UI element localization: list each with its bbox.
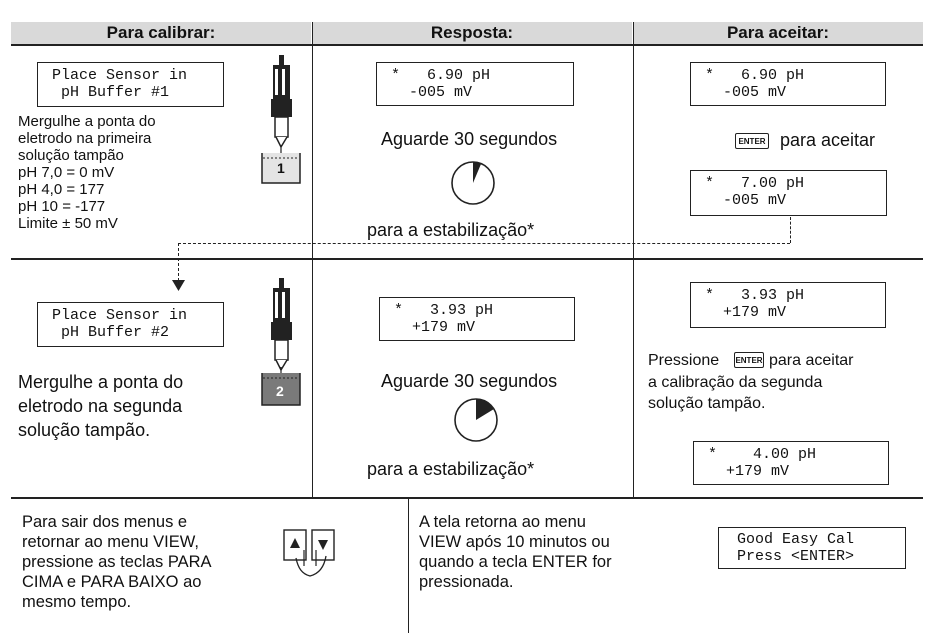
ph-probe-icon	[271, 278, 292, 372]
beaker-number: 2	[276, 383, 284, 399]
press-text: Pressione	[648, 352, 720, 369]
arrow-down-icon	[172, 280, 185, 291]
timer-icon	[451, 161, 495, 205]
instructions-buffer-2: Mergulhe a ponta do eletrodo na segunda …	[18, 372, 184, 440]
press-text-after: para aceitar	[769, 352, 854, 369]
lcd-place-sensor-1: Place Sensor in pH Buffer #1	[37, 62, 224, 107]
instructions-buffer-1: Mergulhe a ponta do eletrodo na primeira…	[18, 113, 156, 232]
beaker-1-icon	[261, 153, 301, 184]
header-label: Para aceitar:	[726, 23, 830, 42]
lcd-response-2: * 3.93 pH +179 mV	[379, 297, 575, 341]
wait-text: Aguarde 30 segundos	[381, 129, 558, 149]
flow-connector	[178, 243, 790, 244]
grid-line-v2	[633, 22, 635, 497]
lcd-text: Place Sensor in pH Buffer #2	[52, 307, 188, 341]
lcd-accept-after-1: * 7.00 pH -005 mV	[690, 170, 887, 216]
header-resposta: Resposta:	[312, 22, 632, 44]
return-menu-text: A tela retorna ao menu VIEW após 10 minu…	[419, 513, 612, 591]
lcd-text: * 7.00 pH -005 mV	[705, 175, 805, 209]
lcd-accept-before-1: * 6.90 pH -005 mV	[690, 62, 886, 106]
lcd-response-1: * 6.90 pH -005 mV	[376, 62, 574, 106]
flow-connector	[790, 217, 791, 243]
grid-line-row1	[11, 258, 923, 260]
header-label: Para calibrar:	[106, 23, 216, 42]
up-down-keys-icon	[283, 529, 335, 577]
lcd-place-sensor-2: Place Sensor in pH Buffer #2	[37, 302, 224, 347]
grid-line-v3	[408, 497, 410, 633]
lcd-accept-after-2: * 4.00 pH +179 mV	[693, 441, 889, 485]
beaker-number: 1	[277, 160, 285, 176]
lcd-text: Place Sensor in pH Buffer #1	[52, 67, 188, 101]
exit-menu-text: Para sair dos menus e retornar ao menu V…	[22, 513, 212, 611]
lcd-good-easy-cal: Good Easy Cal Press <ENTER>	[718, 527, 906, 569]
stabilize-text: para a estabilização*	[367, 459, 535, 479]
beaker-2-icon	[261, 373, 301, 406]
header-label: Resposta:	[430, 23, 514, 42]
lcd-accept-before-2: * 3.93 pH +179 mV	[690, 282, 886, 328]
accept-text: para aceitar	[780, 130, 876, 150]
press-text-rest: a calibração da segunda solução tampão.	[648, 374, 823, 412]
lcd-text: * 3.93 pH +179 mV	[705, 287, 805, 321]
flow-connector	[178, 243, 179, 281]
lcd-text: * 6.90 pH -005 mV	[391, 67, 491, 101]
lcd-text: * 6.90 pH -005 mV	[705, 67, 805, 101]
lcd-text: * 3.93 pH +179 mV	[394, 302, 494, 336]
grid-line-v1	[312, 22, 314, 497]
enter-key-icon: ENTER	[734, 352, 764, 368]
header-para-aceitar: Para aceitar:	[633, 22, 923, 44]
lcd-text: Good Easy Cal Press <ENTER>	[737, 531, 855, 565]
wait-text: Aguarde 30 segundos	[381, 371, 558, 391]
ph-probe-icon	[271, 55, 292, 149]
grid-line-row2	[11, 497, 923, 499]
stabilize-text: para a estabilização*	[367, 220, 535, 240]
enter-key-icon: ENTER	[735, 133, 769, 149]
grid-line-top	[11, 44, 923, 46]
timer-icon	[454, 398, 498, 442]
header-para-calibrar: Para calibrar:	[11, 22, 311, 44]
lcd-text: * 4.00 pH +179 mV	[708, 446, 817, 480]
